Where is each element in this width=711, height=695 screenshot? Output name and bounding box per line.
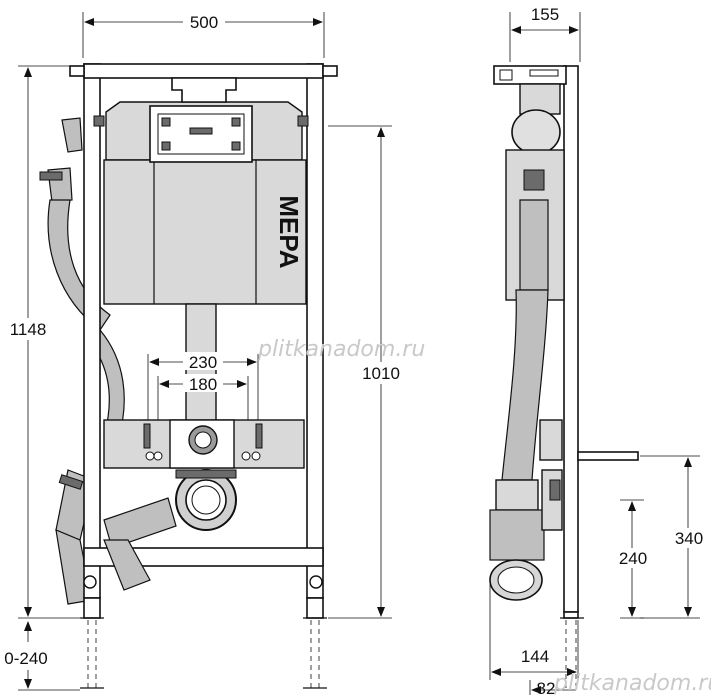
mount-tab-right (322, 65, 338, 77)
side-view: 155 (489, 5, 710, 695)
foot-range-label: 0-240 (4, 649, 47, 668)
side-height-a-label: 340 (675, 529, 703, 548)
side-bracket-arm (577, 451, 639, 461)
cistern: MEPA (93, 77, 309, 305)
depth-top-label: 155 (531, 5, 559, 24)
dim-side-height-b: 240 (612, 499, 654, 619)
dim-foot-range: 0-240 (4, 621, 80, 691)
watermark-bottom: plitkanadom.ru (553, 671, 711, 695)
brand-logo: MEPA (274, 195, 304, 268)
mount-tab-left (69, 65, 85, 77)
total-height-label: 1148 (10, 320, 47, 339)
wc-mounting-plate (103, 419, 305, 469)
dim-depth-top: 155 (509, 5, 581, 62)
frame-top-bar (83, 63, 324, 79)
side-frame-post (563, 65, 579, 613)
side-foot (560, 611, 584, 688)
drain-elbow (103, 469, 237, 591)
side-flush-pipe (489, 199, 563, 601)
flush-hose (39, 117, 125, 605)
side-height-b-label: 240 (619, 549, 647, 568)
spacing-inner-label: 180 (189, 375, 217, 394)
dim-frame-width: 500 (82, 12, 325, 58)
frame-feet (80, 575, 327, 689)
frame-height-label: 1010 (362, 364, 400, 383)
frame-width-label: 500 (190, 13, 218, 32)
dim-frame-height: 1010 (328, 125, 406, 619)
frame-left-post (83, 63, 101, 599)
dim-spacing: 230 180 (147, 352, 259, 420)
bottom-depth-label: 144 (521, 647, 549, 666)
watermark-center: plitkanadom.ru (257, 337, 425, 362)
dim-bottom-depth: 144 82 (489, 580, 579, 695)
dim-side-height-a: 340 (640, 455, 710, 619)
spacing-outer-label: 230 (189, 353, 217, 372)
front-view: 500 1148 0-240 1010 (2, 12, 406, 691)
frame-bottom-bar (83, 547, 324, 567)
dim-total-height: 1148 (2, 65, 80, 619)
bottom-small-label: 82 (537, 679, 556, 695)
frame-right-post (306, 63, 324, 599)
